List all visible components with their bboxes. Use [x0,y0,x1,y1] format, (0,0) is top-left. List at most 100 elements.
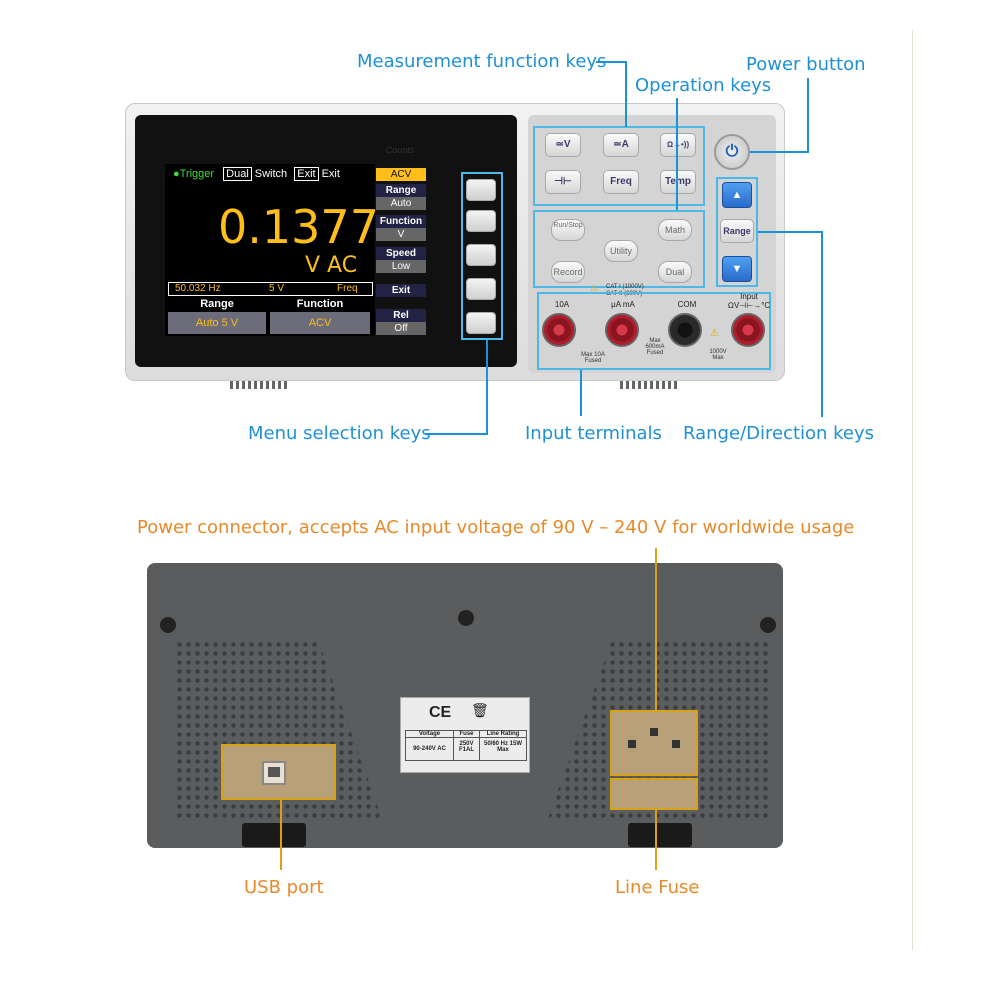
connector-power-v [807,78,809,152]
label-operation-keys: Operation keys [635,75,772,96]
utility-key[interactable]: Utility [604,240,638,262]
capacitance-key[interactable]: ⊣⊢ [545,170,581,194]
warning-triangle-icon: ⚠ [590,283,599,293]
terminal-ua-ma-label: μA mA [611,300,635,309]
power-button[interactable]: ⏻ [714,134,750,170]
screw-top-right [760,617,776,633]
rating-table-row: 90-240V AC 250V F1AL 50/60 Hz 15W Max [406,738,526,760]
connector-terminals-v [580,370,582,416]
status-row: 50.032 Hz 5 V Freq [168,282,373,296]
lcd-screen [165,164,375,336]
usb-port[interactable] [262,761,286,785]
label-input-terminals: Input terminals [525,423,662,444]
terminal-input-label: Input [740,292,758,301]
page-divider [912,30,913,950]
value-voltage: 90-240V AC [406,738,454,760]
front-vent-left [230,381,288,389]
menu-item-range: Range [376,184,426,197]
reading-unit: V AC [305,253,358,278]
label-line-fuse: Line Fuse [615,877,700,898]
terminals-highlight [537,292,771,370]
switch-label: Switch [254,168,288,180]
value-line-rating: 50/60 Hz 15W Max [483,741,523,753]
menu-item-rel-value: Off [376,322,426,335]
range-up-key[interactable]: ▲ [722,182,752,208]
power-connector[interactable] [610,710,698,776]
terminal-warning-icon: ⚠ [710,328,719,339]
menu-item-range-value: Auto [376,197,426,210]
label-power-connector: Power connector, accepts AC input voltag… [137,517,855,538]
connector-power-h [750,151,809,153]
softkey-3[interactable] [466,244,496,266]
range-header: Range [200,298,234,310]
range-setting: Auto 5 V [168,312,266,334]
label-range-direction-keys: Range/Direction keys [683,423,875,444]
range-key[interactable]: Range [720,219,754,243]
menu-item-function: Function [376,215,426,228]
menu-item-exit: Exit [376,284,426,297]
label-menu-selection-keys: Menu selection keys [248,423,431,444]
connector-menu-h [425,433,487,435]
dual-key[interactable]: Dual [658,261,692,283]
run-stop-key[interactable]: Run/Stop [551,219,585,241]
frequency-readout: 50.032 Hz [175,283,221,294]
iec-pin-right-icon [672,740,680,748]
ohm-continuity-key[interactable]: Ω→•)) [660,133,696,157]
line-fuse-holder[interactable] [610,778,698,810]
ce-mark: CE [429,704,452,721]
connector-usb [280,800,282,870]
terminal-input-sub-label: ΩV⊣⊢→°C [727,301,771,310]
function-keys-highlight [533,126,705,206]
trigger-indicator: ●Trigger [173,168,215,180]
aca-key[interactable]: ≃A [603,133,639,157]
label-power-button: Power button [746,54,866,75]
acv-key[interactable]: ≃V [545,133,581,157]
menu-item-speed: Speed [376,247,426,260]
main-reading: 0.1377 [218,200,379,254]
connector-function-h [596,61,626,63]
range-readout: 5 V [269,283,285,294]
menu-item-function-value: V [376,228,426,241]
connector-range-v [821,231,823,417]
menu-item-rel: Rel [376,309,426,322]
counts-label: 55,000 [377,128,423,145]
connector-menu-v [486,340,488,435]
terminal-10a-label: 10A [554,300,570,309]
temp-key[interactable]: Temp [660,170,696,194]
max-10a-note: Max 10A Fused [581,352,605,364]
range-down-key[interactable]: ▼ [722,256,752,282]
header-voltage: Voltage [406,731,454,737]
counts-sub-label: Counts [385,145,415,155]
header-line-rating: Line Rating [486,731,520,737]
menu-keys-highlight [461,172,503,340]
exit-key-label: Exit [294,167,319,181]
terminal-input[interactable] [731,313,765,347]
terminal-com-label: COM [677,300,697,309]
connector-function-v [625,61,627,127]
screw-top-center [458,610,474,626]
terminal-10a[interactable] [542,313,576,347]
softkey-1[interactable] [466,179,496,201]
freq-key[interactable]: Freq [603,170,639,194]
weee-bin-icon: 🗑 [471,702,489,718]
rear-foot-left [242,823,306,847]
range-keys-highlight [716,177,758,287]
front-vent-right [620,381,678,389]
screw-top-left [160,617,176,633]
label-measurement-function-keys: Measurement function keys [357,51,607,72]
math-key[interactable]: Math [658,219,692,241]
connector-power-connector [655,548,657,710]
rating-table-header: Voltage Fuse Line Rating [406,731,526,738]
rear-label-plate: CE 🗑 Voltage Fuse Line Rating 90-240V AC… [400,697,530,773]
max-600ma-note: Max 600mA Fused [645,338,665,356]
cat-rating: CAT I (1000V) CAT II (300V) [606,284,644,297]
terminal-com[interactable] [668,313,702,347]
usb-b-socket-icon [268,767,280,777]
record-key[interactable]: Record [551,261,585,283]
softkey-2[interactable] [466,210,496,232]
softkey-5[interactable] [466,312,496,334]
menu-item-acv: ACV [376,168,426,181]
terminal-ua-ma[interactable] [605,313,639,347]
softkey-4[interactable] [466,278,496,300]
